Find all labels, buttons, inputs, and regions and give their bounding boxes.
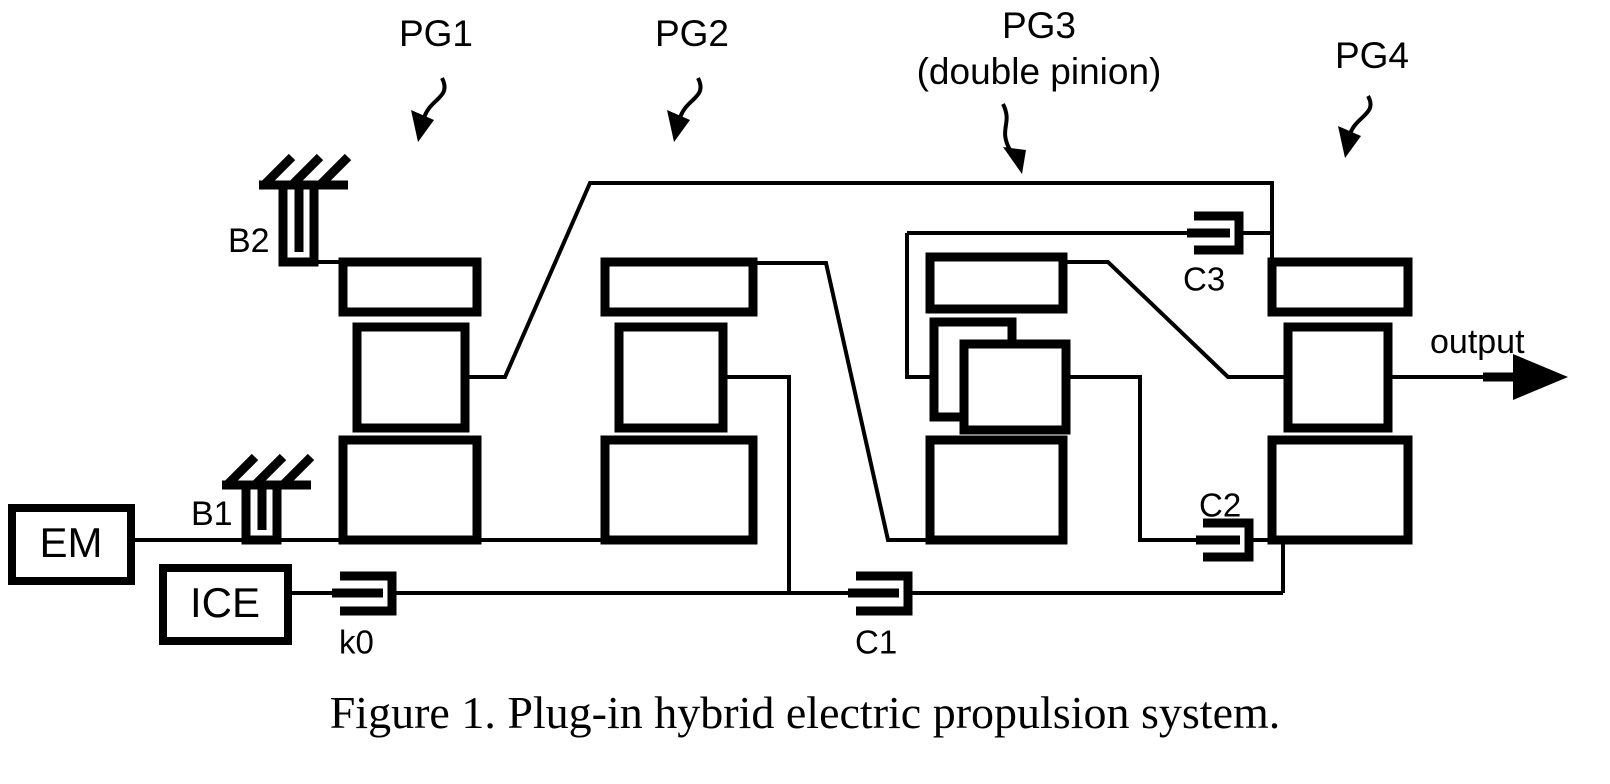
pg1-ring-gear — [338, 257, 482, 317]
pg3-sublabel: (double pinion) — [917, 51, 1162, 92]
bus-pg2carrier-to-icebus — [723, 375, 791, 593]
b1-hatch-2 — [251, 453, 287, 489]
b1-label: B1 — [191, 495, 233, 533]
output-arrow-head — [1513, 354, 1568, 400]
b1-hatch-1 — [223, 453, 259, 489]
brake-b1: B1 — [191, 453, 315, 545]
output-shaft-group: output — [1388, 323, 1568, 400]
output-label: output — [1430, 323, 1525, 361]
pg2-ring-gear — [600, 257, 758, 317]
pg2-label: PG2 — [655, 13, 729, 54]
pg3-annotation: PG3 (double pinion) — [917, 5, 1162, 174]
c2-label: C2 — [1199, 487, 1241, 524]
c3-label: C3 — [1183, 261, 1225, 298]
pg3-carrier-inner — [959, 339, 1071, 435]
pg1-arrow-head — [411, 110, 434, 142]
b2-hatch-1 — [260, 153, 296, 189]
pg3-arrow-shaft — [1001, 103, 1012, 151]
bus-pg2ring-to-pg3sun — [753, 261, 930, 542]
pg4-arrow-head — [1338, 126, 1361, 158]
pg4-carrier — [1283, 322, 1393, 433]
pg3-arrow-head — [1003, 147, 1026, 174]
pg2-carrier — [614, 322, 728, 433]
clutch-c2: C2 — [1196, 487, 1288, 562]
pg3-sun-gear — [925, 435, 1068, 545]
pg2-arrow-shaft — [678, 77, 703, 119]
clutch-c1: C1 — [848, 571, 1283, 661]
bus-pg3carrier-to-c2 — [1066, 375, 1196, 542]
clutch-c3: C3 — [1100, 211, 1272, 298]
clutch-k0: k0 — [288, 571, 460, 661]
figure-caption: Figure 1. Plug-in hybrid electric propul… — [329, 687, 1281, 738]
brake-b2: B2 — [228, 153, 352, 267]
pg4-ring-gear — [1267, 257, 1413, 317]
c1-label: C1 — [855, 624, 897, 661]
ice-box — [159, 564, 292, 645]
b2-band — [278, 189, 319, 267]
pg2-gearset — [600, 257, 758, 545]
ice-label: ICE — [190, 579, 260, 626]
em-label: EM — [40, 519, 103, 566]
pg2-annotation: PG2 — [655, 13, 729, 142]
pg3-ring-gear — [925, 252, 1068, 314]
pg3-gearset — [905, 231, 1288, 545]
b2-hatch-2 — [288, 153, 324, 189]
pg2-sun-gear — [600, 435, 758, 545]
b2-hatch-3 — [316, 153, 352, 189]
pg4-label: PG4 — [1335, 35, 1409, 76]
pg1-annotation: PG1 — [399, 13, 473, 142]
pg4-sun-gear — [1267, 435, 1413, 545]
pg1-carrier — [352, 322, 470, 433]
pg3-upper-bracket-side — [905, 233, 930, 379]
pg2-arrow-head — [667, 110, 690, 142]
em-box — [8, 504, 135, 585]
pg4-gearset — [1267, 257, 1413, 545]
bus-pg3ring-to-pg4carrier — [1063, 260, 1288, 379]
k0-label: k0 — [339, 624, 374, 661]
pg1-sun-gear — [338, 435, 482, 545]
pg1-gearset — [338, 257, 482, 545]
pg1-arrow-shaft — [422, 77, 447, 119]
b2-label: B2 — [228, 222, 270, 260]
pg4-annotation: PG4 — [1335, 35, 1409, 158]
ice-unit: ICE — [159, 564, 292, 645]
em-unit: EM — [8, 504, 135, 585]
pg1-label: PG1 — [399, 13, 473, 54]
pg4-arrow-shaft — [1348, 95, 1373, 135]
bus-pg1carrier-to-pg4ring — [465, 181, 1274, 379]
b1-hatch-3 — [279, 453, 315, 489]
pg3-label: PG3 — [1002, 5, 1076, 46]
